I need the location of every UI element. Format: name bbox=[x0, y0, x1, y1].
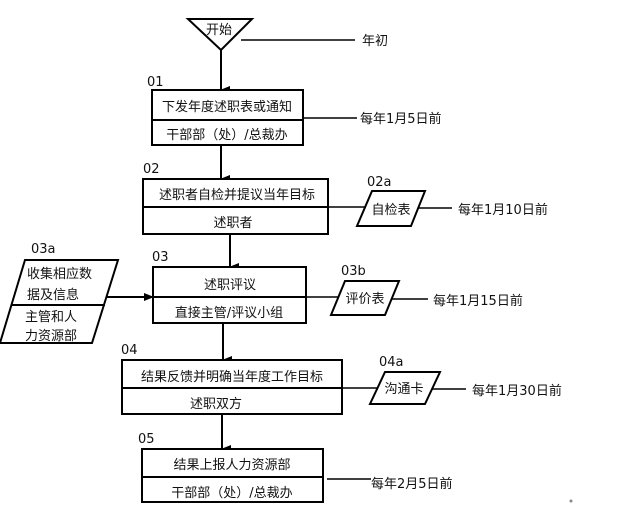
doc-02a-label: 自检表 bbox=[371, 203, 410, 218]
stray-dot bbox=[569, 499, 573, 503]
step-04-task: 结果反馈并明确当年度工作目标 bbox=[141, 369, 323, 385]
doc-04a-label: 沟通卡 bbox=[384, 382, 423, 397]
step-05-box: 结果上报人力资源部 干部部（处）/总裁办 bbox=[141, 448, 324, 503]
step-02-box: 述职者自检并提议当年目标 述职者 bbox=[142, 178, 329, 235]
input-03a-owner-line1: 主管和人 bbox=[25, 310, 77, 325]
input-03a-task-line1: 收集相应数 bbox=[27, 266, 92, 282]
step-05-owner: 干部部（处）/总裁办 bbox=[171, 485, 292, 501]
doc-02a: 自检表 bbox=[355, 190, 427, 227]
step-01-owner: 干部部（处）/总裁办 bbox=[166, 127, 287, 143]
input-03a-id: 03a bbox=[31, 242, 56, 257]
step-02-task: 述职者自检并提议当年目标 bbox=[159, 187, 315, 203]
step-03-owner: 直接主管/评议小组 bbox=[175, 305, 283, 321]
step-03-task: 述职评议 bbox=[204, 278, 256, 293]
input-03a-owner-line2: 力资源部 bbox=[25, 329, 77, 344]
step-04-id: 04 bbox=[121, 343, 138, 358]
input-03a-task-line2: 据及信息 bbox=[27, 287, 79, 303]
step-01-deadline: 每年1月5日前 bbox=[360, 111, 442, 127]
start-node: 开始 bbox=[185, 18, 255, 52]
start-label: 开始 bbox=[206, 23, 232, 38]
step-04-box: 结果反馈并明确当年度工作目标 述职双方 bbox=[121, 359, 343, 415]
doc-03b-label: 评价表 bbox=[345, 292, 384, 307]
step-05-task: 结果上报人力资源部 bbox=[173, 458, 290, 473]
doc-03b: 评价表 bbox=[329, 280, 401, 316]
doc-04a-id: 04a bbox=[379, 355, 404, 370]
doc-02a-id: 02a bbox=[367, 175, 392, 190]
step-02-id: 02 bbox=[143, 162, 160, 177]
step-03-deadline: 每年1月15日前 bbox=[433, 293, 523, 309]
start-triangle bbox=[185, 18, 255, 52]
start-note: 年初 bbox=[362, 34, 388, 49]
step-02-deadline: 每年1月10日前 bbox=[458, 202, 548, 218]
step-01-task: 下发年度述职表或通知 bbox=[162, 99, 292, 115]
doc-04a: 沟通卡 bbox=[368, 371, 442, 405]
doc-03b-id: 03b bbox=[341, 264, 366, 279]
step-03-box: 述职评议 直接主管/评议小组 bbox=[152, 266, 307, 324]
step-05-id: 05 bbox=[138, 432, 155, 447]
step-03-id: 03 bbox=[152, 250, 169, 265]
step-05-deadline: 每年2月5日前 bbox=[371, 476, 453, 492]
step-02-owner: 述职者 bbox=[213, 216, 252, 231]
step-01-box: 下发年度述职表或通知 干部部（处）/总裁办 bbox=[151, 89, 304, 146]
input-03a: 收集相应数 据及信息 主管和人 力资源部 bbox=[0, 259, 120, 344]
step-04-deadline: 每年1月30日前 bbox=[472, 383, 562, 399]
step-01-id: 01 bbox=[147, 75, 164, 90]
step-04-owner: 述职双方 bbox=[190, 396, 242, 412]
